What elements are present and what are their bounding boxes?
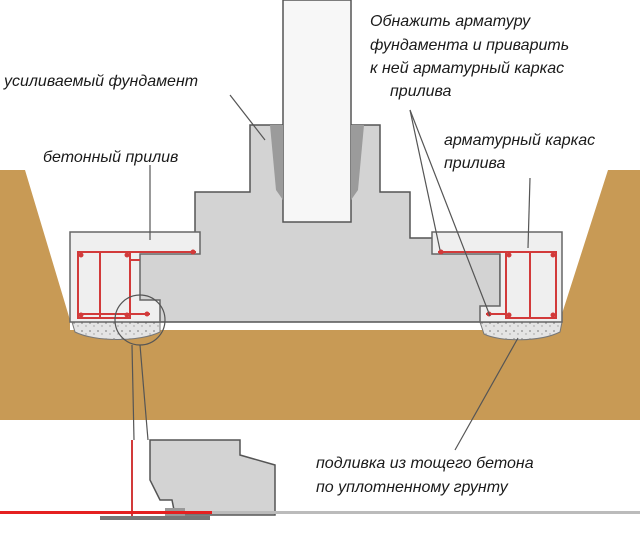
video-progress-track[interactable]	[0, 511, 640, 514]
column	[282, 0, 352, 223]
rebar-frame-right	[438, 251, 557, 319]
soil-ground	[0, 170, 640, 420]
detail-foundation-enlarged	[149, 439, 276, 516]
video-progress-played	[0, 511, 212, 514]
label-bedding-line2: по уплотненному грунту	[316, 479, 509, 496]
label-expose-rebar-line3: к ней арматурный каркас	[370, 60, 564, 77]
leader-lines	[149, 94, 531, 451]
column-grout-right	[351, 125, 364, 200]
label-concrete-inflow: бетонный прилив	[43, 149, 178, 166]
rebar-dots-left	[78, 249, 196, 318]
label-rebar-frame-line2: прилива	[444, 155, 506, 172]
rebar-frame-left	[77, 251, 196, 319]
column-grout-left	[270, 125, 283, 200]
label-expose-rebar-line1: Обнажить арматуру	[370, 13, 531, 30]
label-expose-rebar-line4: прилива	[390, 83, 452, 100]
label-bedding-line1: подливка из тощего бетона	[316, 455, 534, 472]
label-reinforced-foundation: усиливаемый фундамент	[3, 73, 198, 90]
concrete-inflow-left	[69, 231, 201, 323]
label-expose-rebar-line2: фундамента и приварить	[370, 37, 569, 54]
detail-band	[0, 420, 640, 543]
label-rebar-frame-line1: арматурный каркас	[444, 132, 595, 149]
